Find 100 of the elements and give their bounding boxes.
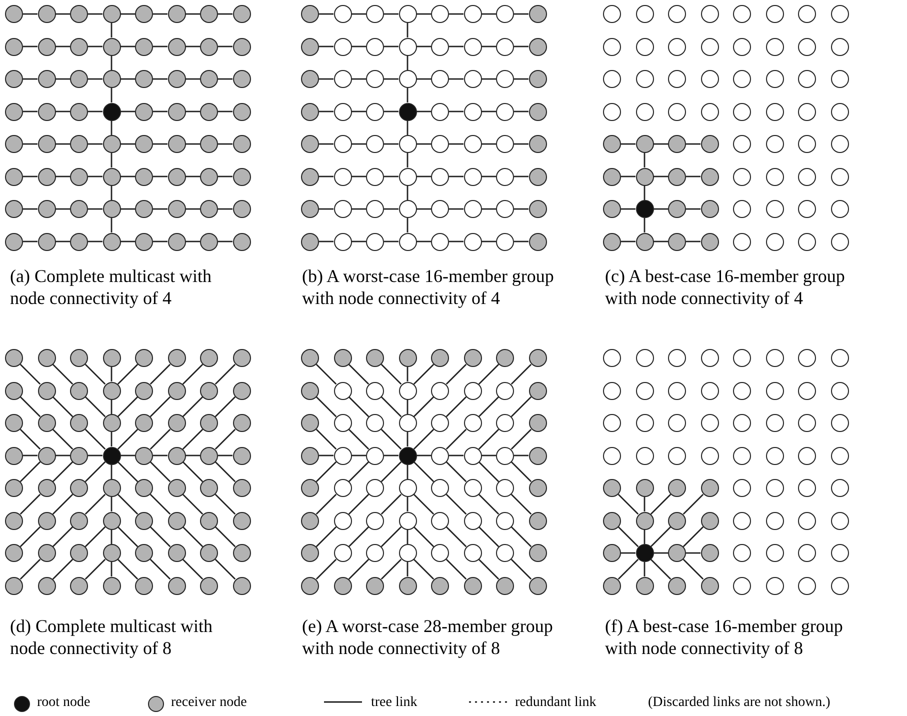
tree-link (182, 396, 204, 418)
receiver-node (70, 512, 88, 530)
receiver-node (5, 576, 23, 594)
receiver-node (38, 446, 56, 464)
tree-link (319, 110, 334, 112)
non-member-node (603, 382, 621, 400)
tree-link (644, 562, 646, 576)
tree-link (650, 494, 672, 515)
tree-link (218, 110, 232, 112)
tree-link (478, 396, 500, 418)
non-member-node (733, 479, 751, 497)
non-member-node (334, 382, 352, 400)
tree-link (218, 208, 232, 210)
tree-link (482, 78, 496, 80)
non-member-node (464, 70, 482, 88)
receiver-node (38, 576, 56, 594)
receiver-node (168, 414, 186, 432)
tree-link (644, 153, 646, 168)
tree-link (449, 46, 464, 48)
receiver-node (168, 135, 186, 153)
non-member-node (733, 102, 751, 120)
receiver-node (70, 5, 88, 23)
non-member-node (700, 38, 718, 56)
tree-link (416, 143, 431, 145)
tree-link (214, 364, 236, 385)
non-member-node (464, 544, 482, 562)
non-member-node (496, 5, 514, 23)
non-member-node (496, 70, 514, 88)
non-member-node (766, 382, 784, 400)
non-member-node (636, 349, 654, 367)
tree-link (84, 494, 106, 515)
tree-link (384, 78, 398, 80)
receiver-node (200, 382, 218, 400)
non-member-node (766, 168, 784, 186)
tree-link (352, 13, 366, 15)
tree-link (514, 454, 528, 456)
tree-link (23, 13, 38, 15)
non-member-node (398, 200, 416, 218)
receiver-node (102, 576, 120, 594)
non-member-node (366, 382, 384, 400)
receiver-node (135, 70, 153, 88)
receiver-node (301, 414, 319, 432)
receiver-node (102, 414, 120, 432)
tree-link (413, 494, 434, 515)
non-member-node (431, 102, 449, 120)
receiver-node (70, 479, 88, 497)
tree-link (319, 46, 334, 48)
tree-link (23, 143, 38, 145)
receiver-node (366, 349, 384, 367)
tree-link (150, 428, 171, 450)
tree-link (621, 143, 636, 145)
tree-link (153, 78, 168, 80)
tree-link (514, 110, 528, 112)
legend-label: root node (37, 694, 90, 712)
tree-link (413, 461, 434, 482)
tree-link (384, 13, 398, 15)
tree-link (120, 240, 135, 242)
tree-link (52, 428, 74, 450)
receiver-node (301, 232, 319, 250)
non-member-node (431, 446, 449, 464)
tree-link (52, 494, 74, 515)
receiver-node (334, 349, 352, 367)
tree-link (20, 526, 41, 548)
non-member-node (798, 544, 816, 562)
non-member-node (431, 512, 449, 530)
tree-link (214, 396, 236, 418)
tree-link (186, 78, 200, 80)
tree-link (413, 428, 434, 450)
non-member-node (366, 168, 384, 186)
tree-link (20, 558, 41, 580)
tree-link (110, 218, 112, 232)
tree-link (23, 78, 38, 80)
non-member-node (496, 414, 514, 432)
receiver-node (200, 446, 218, 464)
tree-link (510, 494, 532, 515)
receiver-node (700, 135, 718, 153)
receiver-node (232, 232, 250, 250)
receiver-node (38, 200, 56, 218)
tree-link (150, 396, 171, 418)
non-member-node (766, 414, 784, 432)
receiver-node (301, 446, 319, 464)
non-member-node (431, 135, 449, 153)
receiver-node (528, 382, 546, 400)
non-member-node (830, 102, 848, 120)
receiver-node (135, 382, 153, 400)
tree-link (348, 428, 370, 450)
receiver-node (528, 349, 546, 367)
tree-link (88, 78, 102, 80)
receiver-node (200, 5, 218, 23)
non-member-node (733, 382, 751, 400)
receiver-node (528, 5, 546, 23)
receiver-node (168, 349, 186, 367)
non-member-node (334, 544, 352, 562)
tree-link (186, 240, 200, 242)
receiver-node (636, 232, 654, 250)
non-member-node (830, 168, 848, 186)
tree-link (316, 461, 337, 482)
tree-link (23, 46, 38, 48)
receiver-node (168, 232, 186, 250)
receiver-node (70, 102, 88, 120)
